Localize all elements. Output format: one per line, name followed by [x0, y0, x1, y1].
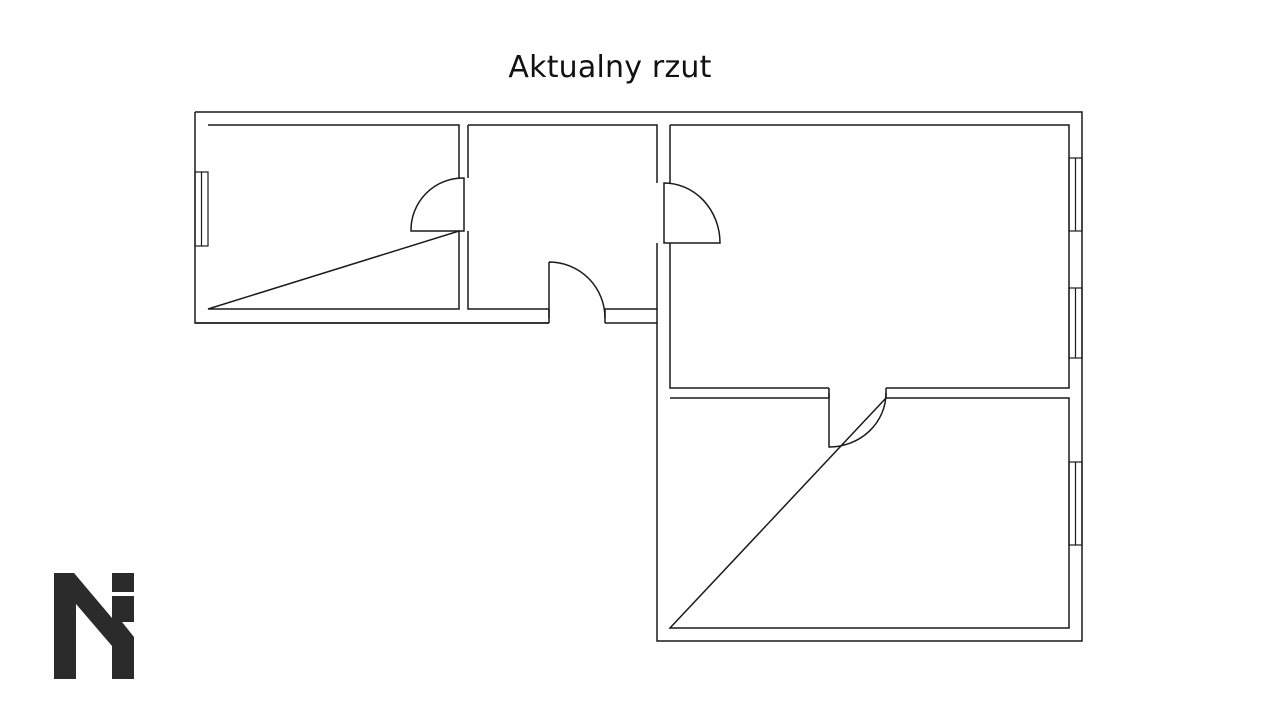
- brand-logo-icon: [54, 573, 134, 679]
- window-right-bottom: [1068, 461, 1083, 546]
- wall-connector-bottom-hall: [548, 309, 658, 323]
- window-right-top-2: [1068, 287, 1083, 359]
- room-2-walls: [467, 124, 658, 310]
- outer-wall-outer-edge: [195, 111, 1083, 642]
- window-left: [194, 171, 209, 247]
- wall-connector-door-3-4: [828, 388, 887, 398]
- door-room-3-room-4: [828, 392, 887, 448]
- window-right-top-1: [1068, 157, 1083, 232]
- door-hall-room-3: [663, 182, 721, 244]
- door-room-1-hall: [410, 177, 465, 232]
- page-title: Aktualny rzut: [508, 50, 712, 85]
- room-3-walls: [669, 124, 1070, 389]
- room-4-walls: [668, 397, 1070, 629]
- room-1-walls: [207, 124, 460, 310]
- outer-wall-left-bottom: [194, 112, 549, 324]
- door-hall-entrance: [548, 261, 606, 319]
